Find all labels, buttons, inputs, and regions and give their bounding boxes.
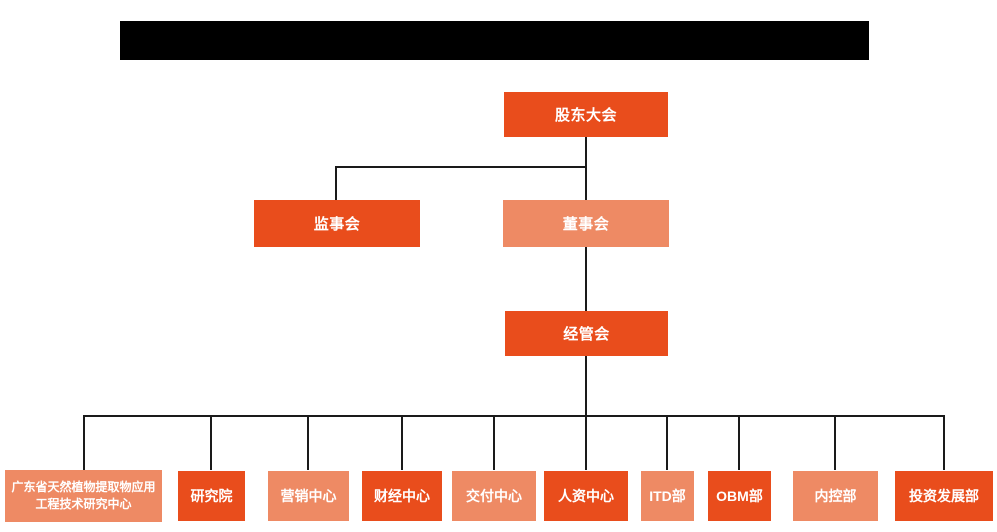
connector-drop-2: [210, 415, 212, 470]
connector-shareholders-down: [585, 137, 587, 168]
connector-to-board-of-directors: [585, 166, 587, 200]
connector-drop-5: [493, 415, 495, 470]
connector-board-to-management: [585, 247, 587, 311]
connector-department-bus: [83, 415, 945, 417]
connector-drop-10: [943, 415, 945, 470]
node-dept-finance-center: 财经中心: [362, 471, 442, 521]
connector-drop-7: [666, 415, 668, 470]
node-dept-research-center: 广东省天然植物提取物应用工程技术研究中心: [5, 470, 162, 522]
node-dept-delivery-center: 交付中心: [452, 471, 536, 521]
connector-to-supervisory-board: [335, 166, 337, 200]
connector-drop-4: [401, 415, 403, 470]
node-dept-investment-development: 投资发展部: [895, 471, 993, 521]
connector-drop-9: [834, 415, 836, 470]
node-shareholders-meeting: 股东大会: [504, 92, 668, 137]
node-dept-internal-control: 内控部: [793, 471, 878, 521]
connector-management-down: [585, 356, 587, 415]
redacted-title-banner: [120, 21, 869, 60]
node-dept-marketing-center: 营销中心: [268, 471, 349, 521]
node-supervisory-board: 监事会: [254, 200, 420, 247]
connector-drop-8: [738, 415, 740, 470]
node-dept-itd: ITD部: [641, 471, 694, 521]
node-management-committee: 经管会: [505, 311, 668, 356]
node-dept-research-institute: 研究院: [178, 471, 245, 521]
node-board-of-directors: 董事会: [503, 200, 669, 247]
connector-branch-horizontal: [335, 166, 587, 168]
connector-drop-6: [585, 415, 587, 470]
node-dept-hr-center: 人资中心: [544, 471, 628, 521]
node-dept-obm: OBM部: [708, 471, 771, 521]
connector-drop-3: [307, 415, 309, 470]
connector-drop-1: [83, 415, 85, 470]
